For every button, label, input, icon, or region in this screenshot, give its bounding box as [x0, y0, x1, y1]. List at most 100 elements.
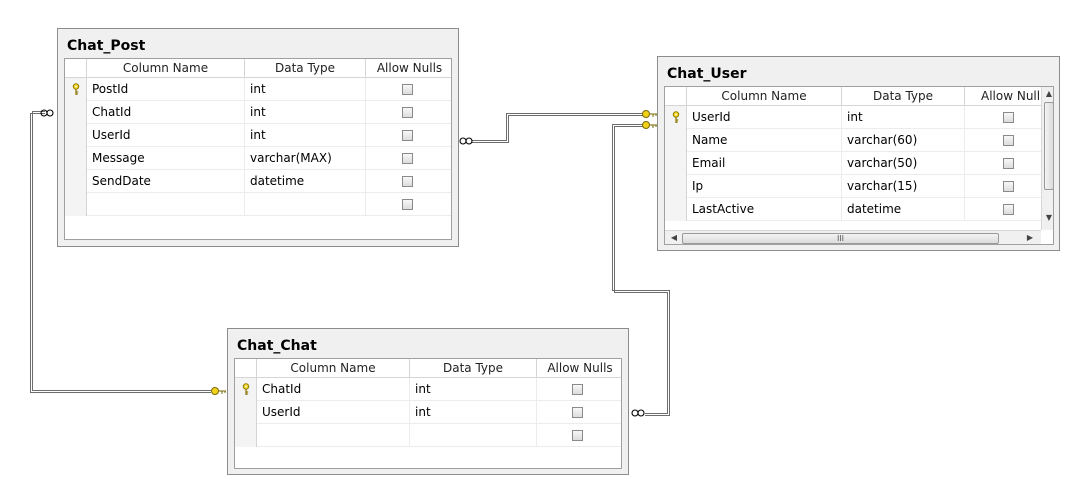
column-name-cell[interactable]: ChatId: [257, 378, 410, 401]
row-selector[interactable]: [65, 78, 87, 101]
header-allow-nulls[interactable]: Allow Nulls: [547, 361, 613, 375]
header-column-name[interactable]: Column Name: [87, 59, 245, 78]
allow-nulls-checkbox[interactable]: [402, 130, 413, 141]
allow-nulls-checkbox[interactable]: [1003, 112, 1014, 123]
table-title[interactable]: Chat_User: [667, 66, 747, 82]
allow-nulls-checkbox[interactable]: [1003, 204, 1014, 215]
scroll-right-arrow-icon[interactable]: ▶: [1026, 233, 1034, 242]
table-row[interactable]: [235, 424, 621, 447]
one-end-key-icon-user-upper: [642, 110, 657, 118]
data-type-cell[interactable]: int: [245, 78, 366, 101]
header-column-name[interactable]: Column Name: [257, 359, 410, 378]
column-name-cell[interactable]: Name: [687, 129, 842, 152]
table-chat-post[interactable]: Chat_Post Column Name Data Type Allow Nu…: [57, 28, 459, 247]
scroll-thumb-vertical[interactable]: [1044, 102, 1053, 190]
table-title[interactable]: Chat_Chat: [237, 338, 317, 354]
header-data-type[interactable]: Data Type: [245, 59, 366, 78]
table-chat-chat[interactable]: Chat_Chat Column Name Data Type Allow Nu…: [227, 328, 629, 475]
grid-header: Column Name Data Type Allow Nulls: [235, 359, 621, 378]
row-selector[interactable]: [65, 101, 87, 124]
column-name-cell[interactable]: Message: [87, 147, 245, 170]
data-type-cell[interactable]: int: [245, 124, 366, 147]
scroll-up-arrow-icon[interactable]: ▲: [1045, 89, 1053, 98]
table-title[interactable]: Chat_Post: [67, 38, 146, 54]
allow-nulls-checkbox[interactable]: [402, 153, 413, 164]
column-name-cell[interactable]: LastActive: [687, 198, 842, 221]
header-data-type[interactable]: Data Type: [842, 87, 965, 106]
row-selector[interactable]: [235, 401, 257, 424]
allow-nulls-checkbox[interactable]: [1003, 181, 1014, 192]
data-type-cell[interactable]: int: [410, 401, 537, 424]
row-selector[interactable]: [665, 129, 687, 152]
column-name-cell[interactable]: UserId: [257, 401, 410, 424]
allow-nulls-checkbox[interactable]: [1003, 135, 1014, 146]
table-chat-user[interactable]: Chat_User Column Name Data Type Allow Nu…: [657, 56, 1060, 251]
header-allow-nulls[interactable]: Allow Nulls: [376, 61, 443, 75]
column-name-cell[interactable]: ChatId: [87, 101, 245, 124]
allow-nulls-checkbox[interactable]: [572, 384, 583, 395]
column-name-cell[interactable]: Email: [687, 152, 842, 175]
row-selector[interactable]: [235, 378, 257, 401]
header-data-type[interactable]: Data Type: [410, 359, 537, 378]
column-name-cell[interactable]: Ip: [687, 175, 842, 198]
row-selector[interactable]: [665, 152, 687, 175]
column-name-cell[interactable]: SendDate: [87, 170, 245, 193]
row-selector[interactable]: [665, 175, 687, 198]
table-row[interactable]: [65, 193, 451, 216]
data-type-cell[interactable]: varchar(50): [842, 152, 965, 175]
allow-nulls-checkbox[interactable]: [402, 199, 413, 210]
allow-nulls-checkbox[interactable]: [572, 430, 583, 441]
data-type-cell[interactable]: [245, 193, 366, 216]
column-grid: Column Name Data Type Allow Nulls ChatId…: [234, 358, 622, 469]
scroll-thumb-horizontal[interactable]: III: [682, 233, 999, 244]
allow-nulls-checkbox[interactable]: [1003, 158, 1014, 169]
data-type-cell[interactable]: varchar(15): [842, 175, 965, 198]
data-type-cell[interactable]: int: [410, 378, 537, 401]
data-type-cell[interactable]: varchar(MAX): [245, 147, 366, 170]
scroll-left-arrow-icon[interactable]: ◀: [670, 233, 678, 242]
row-selector[interactable]: [235, 424, 257, 447]
header-column-name[interactable]: Column Name: [687, 87, 842, 106]
column-name-cell[interactable]: [257, 424, 410, 447]
data-type-cell[interactable]: int: [245, 101, 366, 124]
header-allow-nulls[interactable]: Allow Null: [981, 89, 1041, 103]
allow-nulls-checkbox[interactable]: [402, 107, 413, 118]
data-type-cell[interactable]: varchar(60): [842, 129, 965, 152]
header-selector: [235, 359, 257, 378]
column-name-cell[interactable]: PostId: [87, 78, 245, 101]
column-name-cell[interactable]: UserId: [687, 106, 842, 129]
horizontal-scrollbar[interactable]: ◀ III ▶: [665, 230, 1041, 244]
data-type-cell[interactable]: datetime: [842, 198, 965, 221]
allow-nulls-checkbox[interactable]: [572, 407, 583, 418]
row-selector[interactable]: [65, 193, 87, 216]
allow-nulls-checkbox[interactable]: [402, 84, 413, 95]
row-selector[interactable]: [665, 106, 687, 129]
row-selector[interactable]: [665, 198, 687, 221]
row-selector[interactable]: [65, 170, 87, 193]
data-type-cell[interactable]: [410, 424, 537, 447]
vertical-scrollbar[interactable]: ▲ ▼: [1041, 87, 1053, 230]
data-type-cell[interactable]: datetime: [245, 170, 366, 193]
data-type-cell[interactable]: int: [842, 106, 965, 129]
allow-nulls-checkbox[interactable]: [402, 176, 413, 187]
scroll-down-arrow-icon[interactable]: ▼: [1045, 213, 1053, 222]
many-end-icon-post-right: [459, 137, 473, 145]
row-selector[interactable]: [65, 124, 87, 147]
column-name-cell[interactable]: [87, 193, 245, 216]
row-selector[interactable]: [65, 147, 87, 170]
relationship-line-post-user: [472, 115, 643, 143]
column-name-cell[interactable]: UserId: [87, 124, 245, 147]
